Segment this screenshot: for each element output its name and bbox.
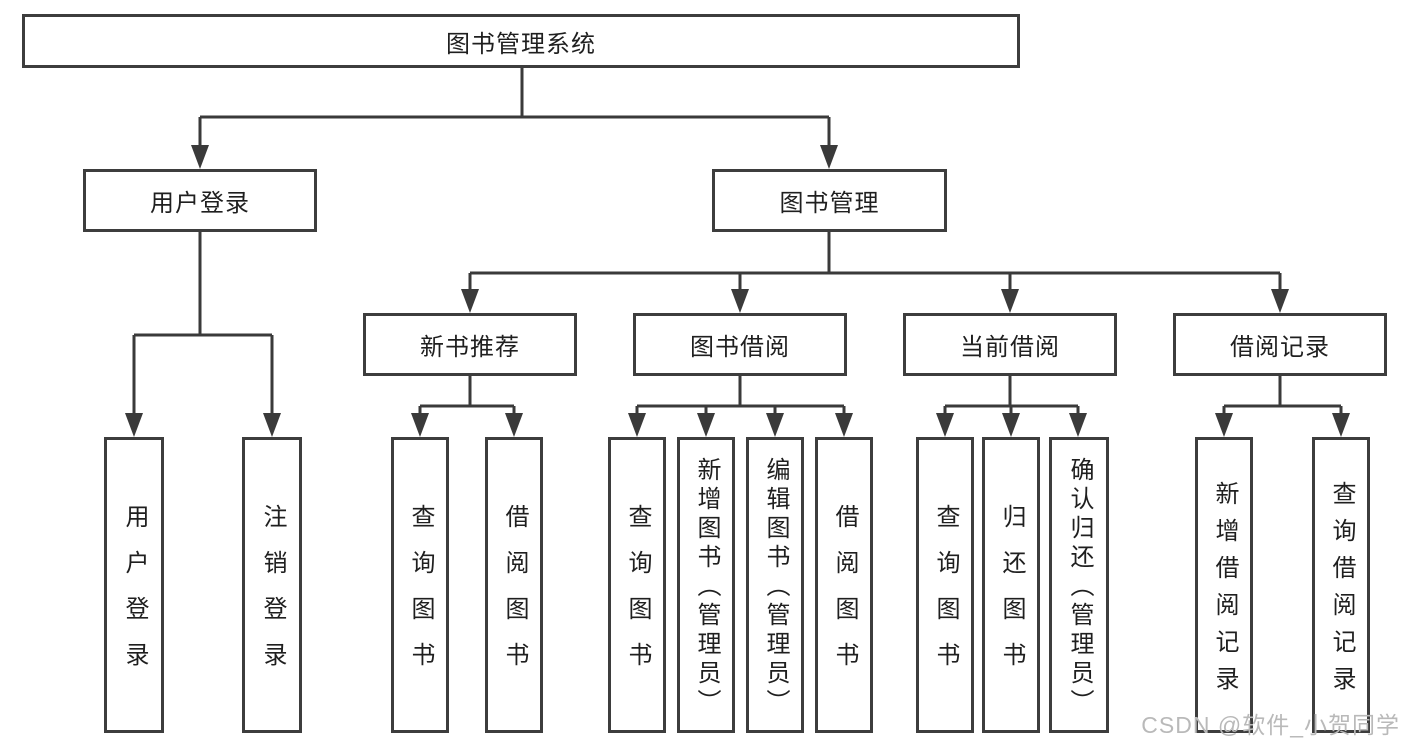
leaf-bb-query-books: 查询图书	[608, 437, 666, 733]
node-borrow-record: 借阅记录	[1173, 313, 1387, 376]
arrowhead	[1271, 289, 1289, 313]
node-book-management: 图书管理	[712, 169, 947, 232]
leaf-cb-query-books-label: 查询图书	[932, 504, 959, 688]
leaf-nb-query-books: 查询图书	[391, 437, 449, 733]
leaf-user-login-label: 用户登录	[121, 504, 148, 688]
arrowhead	[263, 413, 281, 437]
arrowhead	[1002, 413, 1020, 437]
leaf-bb-borrow-books-label: 借阅图书	[831, 504, 858, 688]
arrowhead	[766, 413, 784, 437]
arrowhead	[1215, 413, 1233, 437]
arrowhead	[835, 413, 853, 437]
leaf-logout-label: 注销登录	[259, 504, 286, 688]
leaf-nb-borrow-books: 借阅图书	[485, 437, 543, 733]
arrowhead	[820, 145, 838, 169]
arrowhead	[1069, 413, 1087, 437]
leaf-bb-edit-books: 编辑图书（管理员）	[746, 437, 804, 733]
leaf-cb-confirm-return: 确认归还（管理员）	[1049, 437, 1109, 733]
leaf-cb-return-books: 归还图书	[982, 437, 1040, 733]
leaf-nb-query-books-label: 查询图书	[407, 504, 434, 688]
leaf-bb-add-books: 新增图书（管理员）	[677, 437, 735, 733]
leaf-br-add-record-label: 新增借阅记录	[1211, 480, 1238, 703]
arrowhead	[1332, 413, 1350, 437]
leaf-br-query-record-label: 查询借阅记录	[1328, 480, 1355, 703]
csdn-watermark: CSDN @软件_小贺同学	[1141, 712, 1400, 738]
leaf-user-login: 用户登录	[104, 437, 164, 733]
leaf-bb-add-books-label: 新增图书（管理员）	[693, 457, 720, 718]
node-current-borrow: 当前借阅	[903, 313, 1117, 376]
leaf-br-add-record: 新增借阅记录	[1195, 437, 1253, 733]
leaf-bb-borrow-books: 借阅图书	[815, 437, 873, 733]
arrowhead	[461, 289, 479, 313]
leaf-cb-confirm-return-label: 确认归还（管理员）	[1066, 457, 1093, 718]
leaf-bb-edit-books-label: 编辑图书（管理员）	[762, 457, 789, 718]
arrowhead	[628, 413, 646, 437]
arrowhead	[191, 145, 209, 169]
arrowhead	[936, 413, 954, 437]
node-root: 图书管理系统	[22, 14, 1020, 68]
node-book-borrow: 图书借阅	[633, 313, 847, 376]
arrowhead	[1001, 289, 1019, 313]
arrowhead	[697, 413, 715, 437]
node-user-login: 用户登录	[83, 169, 317, 232]
arrowhead	[505, 413, 523, 437]
leaf-logout: 注销登录	[242, 437, 302, 733]
leaf-bb-query-books-label: 查询图书	[624, 504, 651, 688]
arrowhead	[125, 413, 143, 437]
leaf-nb-borrow-books-label: 借阅图书	[501, 504, 528, 688]
arrowhead	[731, 289, 749, 313]
node-new-book-recommend: 新书推荐	[363, 313, 577, 376]
leaf-cb-query-books: 查询图书	[916, 437, 974, 733]
leaf-br-query-record: 查询借阅记录	[1312, 437, 1370, 733]
arrowhead	[411, 413, 429, 437]
leaf-cb-return-books-label: 归还图书	[998, 504, 1025, 688]
